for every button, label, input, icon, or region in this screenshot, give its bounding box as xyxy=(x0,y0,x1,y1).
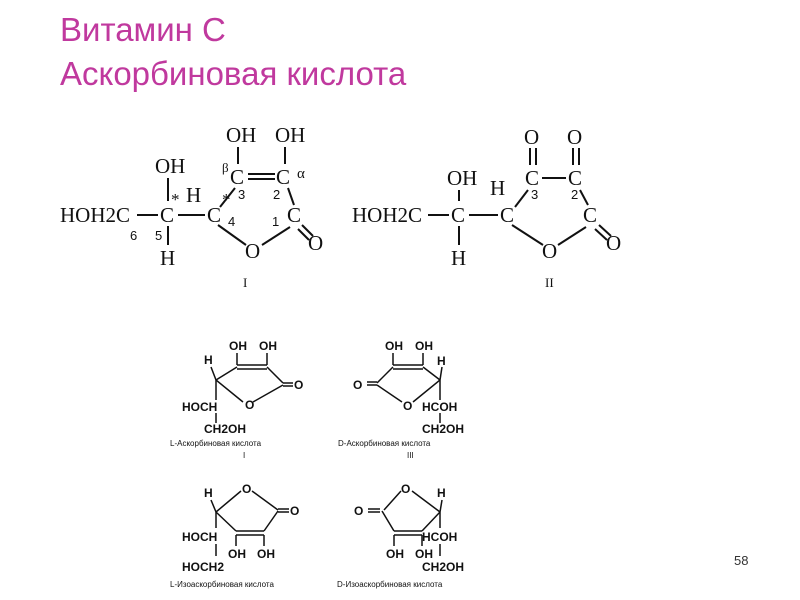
hoh2c-label: HOH2C xyxy=(352,203,422,227)
num-3: 3 xyxy=(531,187,538,202)
bond xyxy=(557,226,587,246)
roman-ii: II xyxy=(545,275,554,290)
oh-side: OH xyxy=(155,154,185,178)
oh-1: OH xyxy=(386,547,404,561)
ring-o: O xyxy=(245,239,260,263)
num-6: 6 xyxy=(130,228,137,243)
structure-ii: HOH2C C OH H C H C 3 O C 2 O C O O II xyxy=(352,125,621,290)
oh-right: OH xyxy=(275,123,305,147)
carbonyl-o: O xyxy=(308,231,323,255)
h-bottom: H xyxy=(160,246,175,270)
hcoh: HCOH xyxy=(422,530,457,544)
c1-atom: C xyxy=(287,203,301,227)
oh-2: OH xyxy=(415,339,433,353)
h: H xyxy=(204,353,213,367)
hoch: HOCH xyxy=(182,530,217,544)
h-top: H xyxy=(490,176,505,200)
bond xyxy=(598,224,612,237)
ring-o: O xyxy=(245,398,254,412)
c2-atom: C xyxy=(276,165,290,189)
caption: L-Аскорбиновая кислота xyxy=(170,439,262,448)
bond xyxy=(287,187,295,206)
hoh2c-label: HOH2C xyxy=(60,203,130,227)
roman: III xyxy=(407,451,414,460)
c5-atom: C xyxy=(451,203,465,227)
bond xyxy=(514,189,529,208)
carbonyl-o: O xyxy=(606,231,621,255)
ring-o: O xyxy=(401,482,410,496)
oh-1: OH xyxy=(229,339,247,353)
oh-left: OH xyxy=(226,123,256,147)
alpha: α xyxy=(297,166,305,182)
ring-o: O xyxy=(542,239,557,263)
title-line-1: Витамин С xyxy=(60,11,226,48)
num-4: 4 xyxy=(228,214,235,229)
title-line-2: Аскорбиновая кислота xyxy=(60,55,407,92)
carbonyl-o: O xyxy=(353,378,362,392)
oh-1: OH xyxy=(228,547,246,561)
structure-i: HOH2C C OH H 6 5 * C H * 4 C OH β 3 C OH… xyxy=(60,123,323,290)
slide-title: Витамин С Аскорбиновая кислота xyxy=(60,8,406,96)
oh-2: OH xyxy=(415,547,433,561)
bond xyxy=(511,224,544,246)
c1-atom: C xyxy=(583,203,597,227)
beta: β xyxy=(222,160,229,175)
l-isoascorbic-structure: O O H HOCH HOCH2 OH OH L-Изоаскорбиновая… xyxy=(170,482,299,589)
oh-1: OH xyxy=(385,339,403,353)
c3-atom: C xyxy=(525,166,539,190)
bond xyxy=(261,226,291,246)
c4-atom: C xyxy=(207,203,221,227)
h: H xyxy=(437,354,446,368)
ring-o: O xyxy=(403,399,412,413)
hoch: HOCH xyxy=(182,400,217,414)
ch2oh: CH2OH xyxy=(422,560,464,574)
hoch2: HOCH2 xyxy=(182,560,224,574)
d-isoascorbic-structure: O O H HCOH CH2OH OH OH D-Изоаскорбиновая… xyxy=(337,482,464,589)
caption: D-Аскорбиновая кислота xyxy=(338,439,431,448)
double-bond xyxy=(297,228,310,241)
carbonyl-o: O xyxy=(354,504,363,518)
num-2: 2 xyxy=(273,187,280,202)
num-2: 2 xyxy=(571,187,578,202)
hcoh: HCOH xyxy=(422,400,457,414)
bond xyxy=(219,187,236,208)
bond xyxy=(579,189,589,206)
num-5: 5 xyxy=(155,228,162,243)
carbonyl-o: O xyxy=(290,504,299,518)
double-bond xyxy=(594,228,608,241)
c4-atom: C xyxy=(500,203,514,227)
bond xyxy=(301,224,314,237)
d-ascorbic-structure: OH OH O O H HCOH CH2OH D-Аскорбиновая ки… xyxy=(338,339,464,460)
num-1: 1 xyxy=(272,214,279,229)
num-3: 3 xyxy=(238,187,245,202)
l-ascorbic-structure: OH OH O O H HOCH CH2OH L-Аскорбиновая ки… xyxy=(170,339,303,460)
oh-side: OH xyxy=(447,166,477,190)
h-top: H xyxy=(186,183,201,207)
c5-atom: C xyxy=(160,203,174,227)
h: H xyxy=(204,486,213,500)
carbonyl-o: O xyxy=(294,378,303,392)
o3-atom: O xyxy=(524,125,539,149)
o2-atom: O xyxy=(567,125,582,149)
c2-atom: C xyxy=(568,166,582,190)
star-1: * xyxy=(171,190,180,209)
ring-o: O xyxy=(242,482,251,496)
oh-2: OH xyxy=(259,339,277,353)
h: H xyxy=(437,486,446,500)
page-number: 58 xyxy=(734,553,749,568)
h-bottom: H xyxy=(451,246,466,270)
roman-i: I xyxy=(243,275,247,290)
caption: L-Изоаскорбиновая кислота xyxy=(170,580,274,589)
bond xyxy=(217,224,247,246)
oh-2: OH xyxy=(257,547,275,561)
c3-atom: C xyxy=(230,165,244,189)
roman: I xyxy=(243,451,245,460)
ch2oh: CH2OH xyxy=(422,422,464,436)
ch2oh: CH2OH xyxy=(204,422,246,436)
caption: D-Изоаскорбиновая кислота xyxy=(337,580,443,589)
